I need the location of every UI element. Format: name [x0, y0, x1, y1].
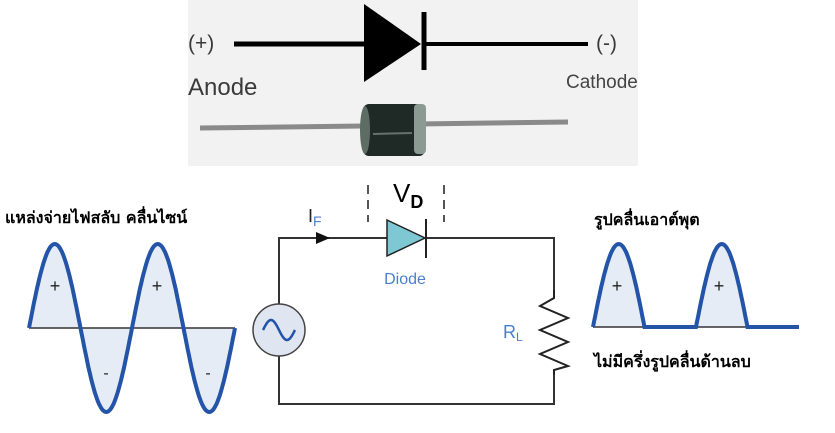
circuit-diode-icon	[386, 218, 427, 258]
input-positive-marker-1: +	[50, 276, 61, 296]
diode-photo-panel: (+) (-) Anode Cathode	[188, 0, 638, 166]
load-resistor-label: RL	[503, 322, 523, 344]
output-wave-title: รูปคลื่นเอาต์พุต	[594, 210, 700, 229]
diode-symbol-graphic	[199, 4, 588, 156]
diode-label: Diode	[384, 271, 426, 288]
input-positive-marker-2: +	[152, 276, 163, 296]
diode-triangle	[364, 4, 421, 82]
anode-label: Anode	[188, 74, 258, 101]
input-negative-marker-1: -	[103, 365, 108, 382]
cathode-band	[414, 104, 426, 154]
output-wave-curve	[591, 241, 799, 329]
cathode-label: Cathode	[566, 72, 638, 93]
current-arrow-icon	[316, 232, 330, 244]
input-wave-curve	[27, 241, 237, 415]
diode-lead-left	[199, 123, 364, 131]
diode-end-cap	[360, 106, 370, 154]
output-wave-note: ไม่มีครึ่งรูปคลื่นด้านลบ	[594, 352, 751, 371]
wire-bottom	[278, 356, 555, 405]
wire-left-top	[278, 237, 387, 304]
output-wave-fill	[593, 244, 799, 327]
diode-body	[363, 104, 425, 156]
input-negative-marker-2: -	[205, 365, 210, 382]
physical-diode	[199, 104, 569, 156]
load-resistor-icon	[537, 290, 571, 375]
cathode-polarity-label: (-)	[596, 32, 617, 55]
voltage-label: VD	[393, 178, 423, 212]
circuit-wires	[278, 237, 555, 405]
input-sine-wave: + + - -	[27, 241, 237, 415]
output-positive-marker-2: +	[714, 276, 725, 296]
anode-polarity-label: (+)	[188, 32, 215, 55]
diode-highlight	[372, 132, 413, 135]
ac-source-sine-glyph	[261, 318, 297, 342]
wire-right-top	[425, 237, 555, 290]
output-half-wave: + +	[591, 241, 799, 329]
current-label: IF	[308, 206, 322, 229]
input-wave-title: แหล่งจ่ายไฟสลับ คลื่นไซน์	[5, 208, 188, 227]
output-positive-marker-1: +	[612, 276, 623, 296]
diode-lead-right	[417, 119, 569, 127]
